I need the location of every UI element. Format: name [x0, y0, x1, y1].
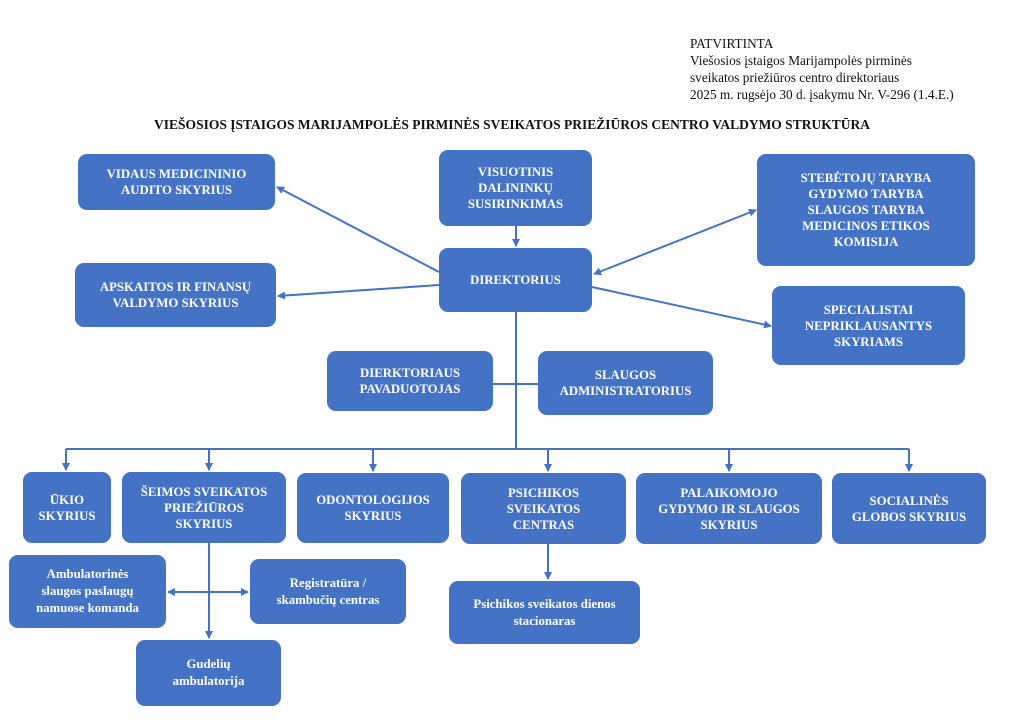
node-text: KOMISIJA [833, 235, 899, 249]
node-text: slaugos paslaugų [41, 584, 134, 598]
approval-line: 2025 m. rugsėjo 30 d. įsakymu Nr. V-296 … [690, 87, 954, 102]
node-ambulatorines: Ambulatorinės slaugos paslaugų namuose kom… [9, 555, 166, 628]
node-text: skambučių centras [276, 592, 380, 607]
node-text: PAVADUOTOJAS [359, 382, 461, 396]
approval-line: PATVIRTINTA [690, 36, 774, 51]
node-text: PSICHIKOS [507, 485, 580, 500]
diagram-title: VIEŠOSIOS ĮSTAIGOS MARIJAMPOLĖS PIRMINĖS… [154, 117, 870, 132]
node-text: SKYRIUS [344, 509, 402, 523]
node-text: namuose komanda [36, 601, 139, 615]
node-text: GYDYMO TARYBA [808, 187, 924, 201]
edge-direktorius-apskaita [277, 284, 440, 300]
node-text: NEPRIKLAUSANTYS [804, 318, 933, 333]
node-visuotinis: VISUOTINIS DALININKŲ SUSIRINKIMAS [439, 150, 592, 226]
node-text: ŠEIMOS SVEIKATOS [140, 484, 268, 499]
node-text: GLOBOS SKYRIUS [851, 509, 967, 524]
node-psich-stacionaras: Psichikos sveikatos dienos stacionaras [449, 581, 640, 644]
node-text: PALAIKOMOJO [680, 485, 778, 500]
node-text: MEDICINOS ETIKOS [802, 219, 930, 233]
node-text: SUSIRINKIMAS [467, 197, 564, 211]
node-slaugos-admin: SLAUGOS ADMINISTRATORIUS [538, 351, 713, 415]
node-text: SKYRIAMS [834, 334, 903, 349]
node-text: DIERKTORIAUS [359, 366, 461, 380]
node-text: ADMINISTRATORIUS [559, 384, 692, 398]
node-text: CENTRAS [512, 517, 575, 532]
approval-note: PATVIRTINTA Viešosios įstaigos Marijampo… [690, 35, 954, 103]
node-direktorius: DIREKTORIUS [439, 248, 592, 312]
node-text: Psichikos sveikatos dienos [473, 596, 616, 611]
edge-direktorius-vidaus [276, 186, 440, 273]
node-text: SKYRIUS [175, 516, 233, 531]
node-text: AUDITO SKYRIUS [120, 183, 233, 197]
node-odontologijos: ODONTOLOGIJOS SKYRIUS [297, 473, 449, 543]
approval-line: sveikatos priežiūros centro direktoriaus [690, 70, 900, 85]
node-text: VISUOTINIS [477, 165, 554, 179]
node-text: SOCIALINĖS [869, 493, 949, 508]
node-tarybos: STEBĖTOJŲ TARYBA GYDYMO TARYBA SLAUGOS TAR… [757, 154, 975, 266]
node-text: Gudelių [186, 657, 231, 671]
approval-line: Viešosios įstaigos Marijampolės pirminės [690, 53, 912, 68]
node-text: VALDYMO SKYRIUS [112, 296, 239, 310]
node-text: ŪKIO [49, 492, 85, 507]
node-text: PRIEŽIŪROS [164, 500, 244, 515]
node-text: SKYRIUS [38, 508, 96, 523]
node-text: SLAUGOS [594, 368, 657, 382]
edge-direktorius-specialistai [591, 286, 772, 329]
node-gudeliu: Gudelių ambulatorija [136, 640, 281, 706]
node-text: APSKAITOS IR FINANSŲ [99, 280, 252, 294]
node-text: DIREKTORIUS [470, 273, 561, 287]
node-text: SLAUGOS TARYBA [807, 203, 925, 217]
node-text: VIDAUS MEDICININIO [106, 167, 247, 181]
node-text: STEBĖTOJŲ TARYBA [800, 171, 932, 185]
node-text: stacionaras [513, 613, 576, 628]
node-text: DALININKŲ [478, 181, 553, 195]
node-vidaus-auditas: VIDAUS MEDICININIO AUDITO SKYRIUS [78, 154, 275, 210]
node-apskaita: APSKAITOS IR FINANSŲ VALDYMO SKYRIUS [75, 263, 276, 327]
node-text: SKYRIUS [700, 517, 758, 532]
node-text: SPECIALISTAI [823, 302, 914, 317]
node-text: ambulatorija [172, 674, 245, 688]
node-text: Ambulatorinės [46, 567, 129, 581]
node-registratura: Registratūra / skambučių centras [250, 559, 406, 624]
node-pavaduotojas: DIERKTORIAUS PAVADUOTOJAS [327, 351, 493, 411]
node-text: ODONTOLOGIJOS [316, 493, 430, 507]
node-text: SVEIKATOS [506, 501, 581, 516]
node-text: Registratūra / [289, 575, 367, 590]
node-text: GYDYMO IR SLAUGOS [658, 501, 800, 516]
edge-direktorius-tarybos [593, 208, 757, 276]
